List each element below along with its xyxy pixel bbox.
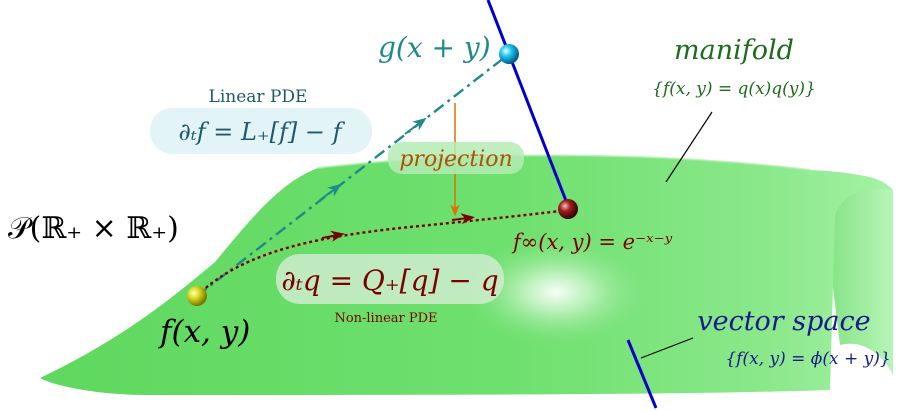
nonlinear-arrow-1 — [321, 230, 345, 242]
nonlinear-path — [196, 208, 569, 297]
nonlinear-title: Non-linear PDE — [334, 311, 437, 326]
manifold-title: manifold — [674, 35, 794, 66]
projection-label: projection — [399, 147, 512, 172]
space-label: 𝒫(ℝ₊ × ℝ₊) — [8, 211, 179, 246]
vector-space-leader — [640, 337, 694, 359]
nonlinear-equation: ∂ₜq = Q₊[q] − q — [281, 264, 498, 297]
vector-space-line-lower — [626, 339, 658, 409]
linear-path — [196, 53, 510, 297]
manifold-leader — [665, 111, 713, 183]
projection-bubble — [388, 142, 524, 174]
linear-title: Linear PDE — [209, 87, 308, 107]
vector-space-line — [486, 0, 570, 207]
vector-space-definition: {f(x, y) = ϕ(x + y)} — [725, 349, 890, 369]
vector-space-title: vector space — [697, 306, 870, 337]
projected-label: g(x + y) — [378, 31, 491, 64]
projected-point — [499, 44, 519, 64]
initial-point — [187, 286, 207, 306]
nonlinear-bubble — [276, 254, 504, 304]
nonlinear-arrow-2 — [451, 213, 475, 225]
linear-arrow-2 — [404, 117, 427, 135]
equilibrium-label: f∞(x, y) = e⁻ˣ⁻ʸ — [511, 230, 673, 254]
manifold-definition: {f(x, y) = q(x)q(y)} — [652, 79, 816, 99]
initial-label: f(x, y) — [158, 314, 250, 350]
linear-bubble — [150, 108, 372, 154]
equilibrium-point — [558, 199, 578, 219]
linear-equation: ∂ₜf = L₊[f] − f — [178, 118, 345, 146]
linear-arrow-1 — [319, 183, 342, 201]
